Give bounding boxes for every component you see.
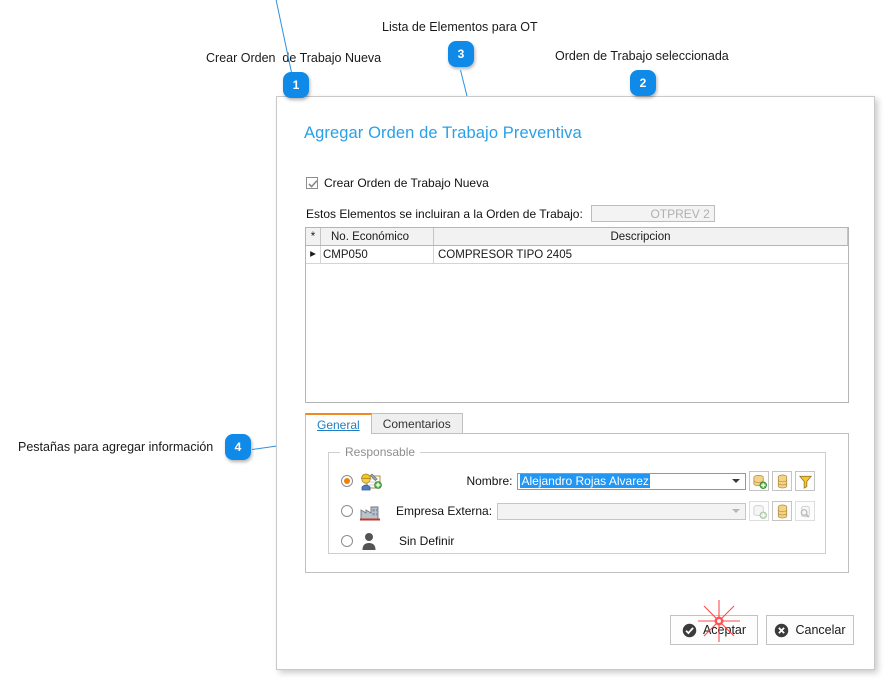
work-order-field[interactable]: OTPREV 2: [590, 205, 715, 222]
chevron-down-icon[interactable]: [732, 509, 740, 513]
tab-bar: General Comentarios: [305, 412, 463, 434]
db-search-icon[interactable]: [795, 501, 815, 521]
callout-label-2: Orden de Trabajo seleccionada: [555, 49, 729, 63]
worker-icon: [358, 471, 382, 491]
cancel-button-label: Cancelar: [795, 623, 846, 637]
responsable-legend: Responsable: [340, 445, 421, 459]
callout-badge-1: 1: [283, 72, 309, 98]
person-icon: [358, 531, 382, 551]
callout-badge-3: 3: [448, 41, 474, 67]
callout-label-4: Pestañas para agregar información: [18, 440, 214, 454]
sin-definir-label: Sin Definir: [399, 534, 455, 548]
accept-button-label: Aceptar: [702, 623, 747, 637]
callout-badge-4: 4: [225, 434, 251, 460]
check-circle-icon: [682, 623, 697, 638]
nombre-label: Nombre:: [466, 474, 513, 488]
grid-header-indicator: *: [306, 228, 321, 245]
db-add-icon[interactable]: [749, 501, 769, 521]
empresa-combo[interactable]: [497, 502, 746, 520]
db-icon[interactable]: [772, 501, 792, 521]
work-order-row: Estos Elementos se incluiran a la Orden …: [306, 205, 715, 222]
responsable-fieldset: Responsable Nombre:: [328, 445, 826, 554]
row-economico: CMP050: [321, 246, 434, 263]
radio-internal[interactable]: [341, 475, 353, 487]
responsable-option-internal[interactable]: Nombre: Alejandro Rojas Alvarez: [341, 471, 815, 491]
radio-undefined[interactable]: [341, 535, 353, 547]
add-preventive-work-order-dialog: Agregar Orden de Trabajo Preventiva Crea…: [276, 96, 875, 670]
grid-header-row: * No. Económico Descripcion: [306, 228, 848, 246]
tab-general[interactable]: General: [305, 413, 372, 434]
nombre-value: Alejandro Rojas Alvarez: [520, 474, 650, 488]
create-new-work-order-label: Crear Orden de Trabajo Nueva: [324, 176, 489, 190]
grid-header-descripcion: Descripcion: [434, 228, 848, 245]
table-row[interactable]: ▸ CMP050 COMPRESOR TIPO 2405: [306, 246, 848, 264]
factory-icon: [358, 501, 382, 521]
nombre-combo[interactable]: Alejandro Rojas Alvarez: [517, 472, 746, 490]
elements-grid[interactable]: * No. Económico Descripcion ▸ CMP050 COM…: [305, 227, 849, 403]
dialog-title: Agregar Orden de Trabajo Preventiva: [304, 124, 582, 142]
filter-icon[interactable]: [795, 471, 815, 491]
create-new-work-order-checkbox[interactable]: [306, 177, 318, 189]
radio-external[interactable]: [341, 505, 353, 517]
cancel-button[interactable]: Cancelar: [766, 615, 854, 645]
db-icon[interactable]: [772, 471, 792, 491]
db-add-icon[interactable]: [749, 471, 769, 491]
responsable-option-external[interactable]: Empresa Externa:: [341, 501, 815, 521]
create-new-work-order-checkbox-row[interactable]: Crear Orden de Trabajo Nueva: [306, 176, 489, 190]
callout-badge-2: 2: [630, 70, 656, 96]
callout-label-3: Lista de Elementos para OT: [382, 20, 538, 34]
responsable-option-undefined[interactable]: Sin Definir: [341, 531, 454, 551]
row-descripcion: COMPRESOR TIPO 2405: [438, 248, 572, 261]
grid-header-economico: No. Económico: [321, 228, 434, 245]
work-order-label: Estos Elementos se incluiran a la Orden …: [306, 206, 583, 221]
tab-panel-general: Responsable Nombre:: [305, 433, 849, 573]
close-circle-icon: [774, 623, 789, 638]
row-indicator-icon: ▸: [306, 246, 321, 263]
empresa-label: Empresa Externa:: [396, 504, 493, 518]
tab-comentarios[interactable]: Comentarios: [370, 413, 463, 434]
chevron-down-icon[interactable]: [732, 479, 740, 483]
accept-button[interactable]: Aceptar: [670, 615, 758, 645]
callout-label-1: Crear Orden de Trabajo Nueva: [206, 51, 382, 65]
